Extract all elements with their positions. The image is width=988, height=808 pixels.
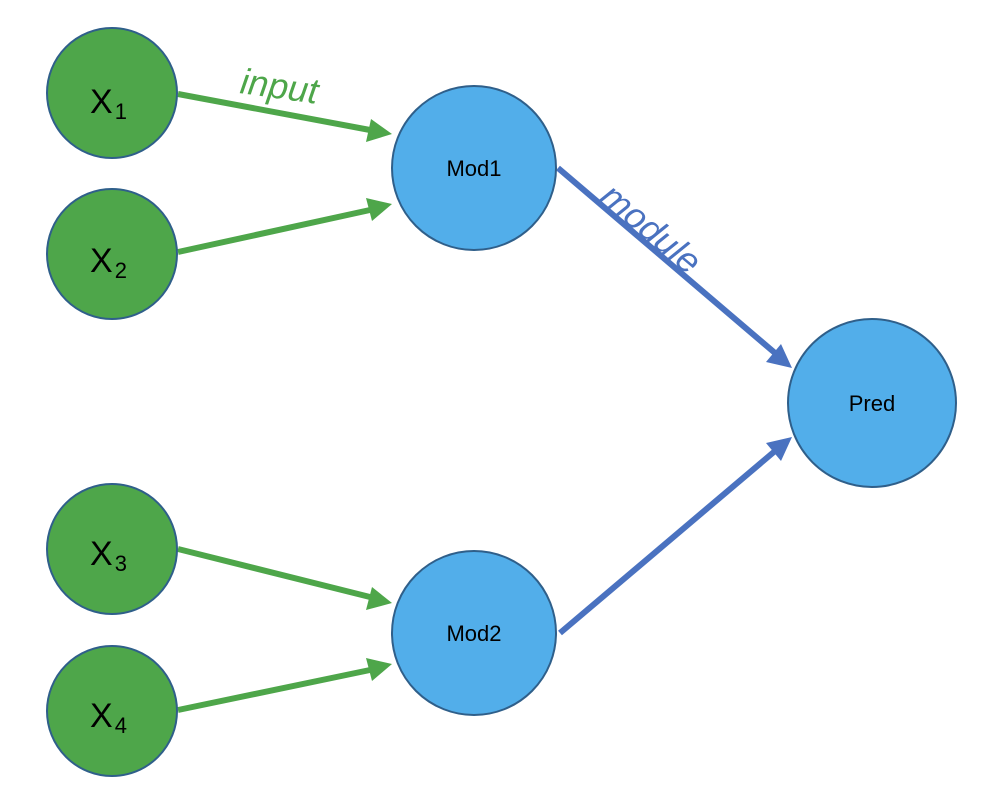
edge-x2-mod1: [177, 207, 371, 255]
node-mod2-label: Mod2: [446, 621, 501, 646]
edge-label-input: input: [238, 60, 323, 112]
arrowhead-x3-mod2: [366, 587, 392, 610]
node-pred: Pred: [787, 318, 957, 488]
node-x4-label: X: [90, 697, 113, 735]
node-x1-label: X: [90, 83, 113, 121]
arrowhead-x2-mod1: [366, 198, 392, 221]
svg-text:X1: X1: [90, 83, 127, 124]
edge-label-module: module: [593, 175, 710, 282]
node-x2-label: X: [90, 242, 113, 280]
edge-x3-mod2: [177, 546, 371, 600]
node-x1-subscript: 1: [115, 99, 127, 124]
node-x3: X3: [46, 483, 178, 615]
node-mod1: Mod1: [391, 85, 557, 251]
svg-text:X2: X2: [90, 242, 127, 283]
edge-mod2-pred: [558, 448, 777, 636]
node-x4: X4: [46, 645, 178, 777]
arrowhead-x1-mod1: [366, 119, 392, 142]
node-x3-label: X: [90, 535, 113, 573]
svg-text:X4: X4: [90, 697, 127, 738]
node-x2-subscript: 2: [115, 258, 127, 283]
edge-x1-mod1: [177, 91, 371, 133]
node-x3-subscript: 3: [115, 551, 127, 576]
node-mod1-label: Mod1: [446, 156, 501, 181]
arrowhead-x4-mod2: [366, 658, 392, 681]
edge-mod1-pred: [556, 165, 777, 356]
node-pred-label: Pred: [849, 391, 895, 416]
edge-x4-mod2: [177, 667, 371, 713]
node-x4-subscript: 4: [115, 713, 127, 738]
arrowhead-mod2-pred: [766, 437, 792, 461]
arrowhead-mod1-pred: [766, 344, 792, 368]
node-x1: X1: [46, 27, 178, 159]
node-x2: X2: [46, 188, 178, 320]
node-mod2: Mod2: [391, 550, 557, 716]
svg-text:X3: X3: [90, 535, 127, 576]
edges: [177, 91, 792, 713]
